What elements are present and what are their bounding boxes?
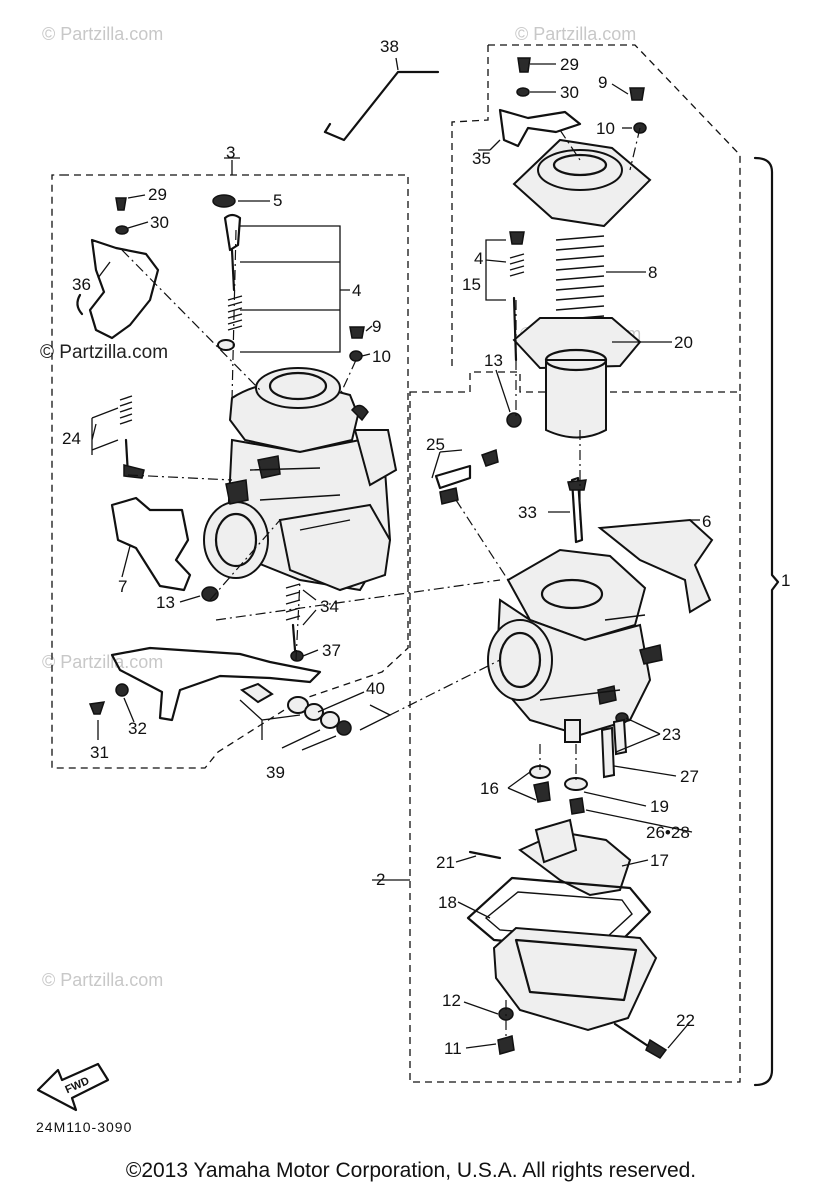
callout-24: 24 (62, 429, 81, 448)
group-boundaries (51, 44, 741, 1083)
callout-13-left: 13 (156, 593, 175, 612)
watermark-bottom-left: © Partzilla.com (42, 970, 163, 990)
callout-37: 37 (322, 641, 341, 660)
callout-31: 31 (90, 743, 109, 762)
callout-17: 17 (650, 851, 669, 870)
callout-18: 18 (438, 893, 457, 912)
callout-1: 1 (781, 571, 790, 590)
center-lines (121, 127, 641, 1040)
forward-arrow: FWD (36, 1062, 110, 1112)
callout-12: 12 (442, 991, 461, 1010)
callout-39: 39 (266, 763, 285, 782)
boundary-carb-assembly-3 (51, 174, 409, 769)
callout-10-right: 10 (596, 119, 615, 138)
callout-5: 5 (273, 191, 282, 210)
callout-20: 20 (674, 333, 693, 352)
watermark-lower-left: © Partzilla.com (42, 652, 163, 672)
callout-35: 35 (472, 149, 491, 168)
callout-34: 34 (320, 597, 339, 616)
callout-8: 8 (648, 263, 657, 282)
watermark-mid-left: © Partzilla.com (40, 342, 168, 363)
callout-6: 6 (702, 512, 711, 531)
watermark-top-right: © Partzilla.com (515, 24, 636, 44)
callout-13-right: 13 (484, 351, 503, 370)
callout-22: 22 (676, 1011, 695, 1030)
callout-29-right: 29 (560, 55, 579, 74)
callout-30-left: 30 (150, 213, 169, 232)
watermark-top-left: © Partzilla.com (42, 24, 163, 44)
callout-29-left: 29 (148, 185, 167, 204)
callout-11: 11 (444, 1039, 462, 1058)
callout-2: 2 (376, 870, 385, 889)
callout-9-right: 9 (598, 73, 607, 92)
callout-21: 21 (436, 853, 455, 872)
callout-7: 7 (118, 577, 127, 596)
callout-16: 16 (480, 779, 499, 798)
callout-26-28: 26•28 (646, 823, 690, 842)
callout-3: 3 (226, 143, 235, 162)
callout-19: 19 (650, 797, 669, 816)
callout-4-right: 4 (474, 249, 483, 268)
top-right-parts (498, 57, 652, 439)
callout-25: 25 (426, 435, 445, 454)
boundary-carb-body-2 (409, 371, 741, 1083)
bracket-assembly-1 (753, 156, 780, 1087)
leader-lines (91, 57, 700, 1049)
callout-10-left: 10 (372, 347, 391, 366)
callout-30-right: 30 (560, 83, 579, 102)
callout-27: 27 (680, 767, 699, 786)
callout-23: 23 (662, 725, 681, 744)
callout-38: 38 (380, 37, 399, 56)
diagram-code: 24M110-3090 (36, 1119, 132, 1135)
left-carburetor (76, 194, 398, 736)
callout-4-left: 4 (352, 281, 361, 300)
part-38-rod (323, 70, 440, 142)
callout-labels: 1 2 3 4 4 5 6 7 8 9 9 10 10 11 12 13 13 … (62, 37, 790, 1058)
callout-9-left: 9 (372, 317, 381, 336)
callout-40: 40 (366, 679, 385, 698)
copyright-notice: ©2013 Yamaha Motor Corporation, U.S.A. A… (125, 1159, 697, 1182)
callout-15: 15 (462, 275, 481, 294)
callout-36: 36 (72, 275, 91, 294)
right-carburetor-body (434, 448, 714, 1059)
callout-32: 32 (128, 719, 147, 738)
callout-33: 33 (518, 503, 537, 522)
boundary-top-assembly (451, 44, 741, 392)
